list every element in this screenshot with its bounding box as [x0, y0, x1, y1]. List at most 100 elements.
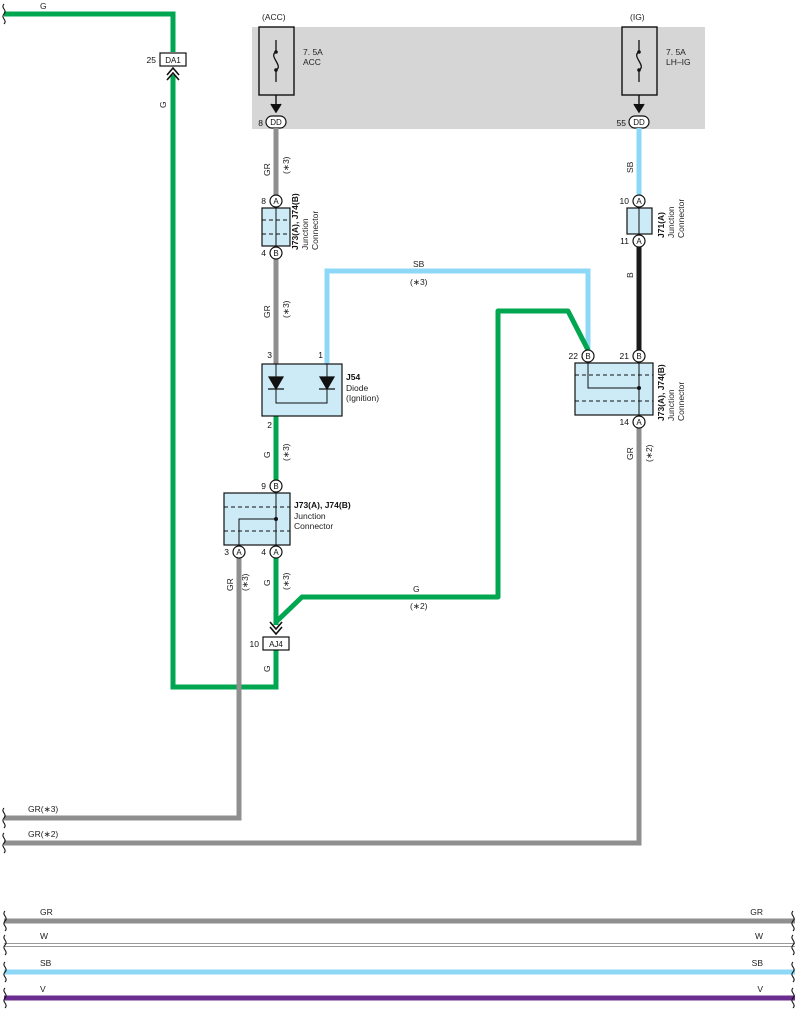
bus-break-l-sb-icon: [3, 961, 7, 983]
jc2-pin-r-letter: A: [273, 548, 279, 557]
label-gr2-out: GR(∗2): [28, 829, 58, 839]
bus-label-right-sb: SB: [752, 958, 764, 968]
bus-break-r-v-icon: [791, 987, 795, 1009]
label-jc2-g: G: [262, 579, 272, 586]
jc2-pin-r: 4: [261, 547, 266, 557]
jc1-pin-bot-letter: B: [273, 249, 278, 258]
bus-break-r-gr-icon: [791, 910, 795, 932]
label-ig-sb: SB: [625, 161, 635, 173]
acc-fuse-rating: 7. 5A: [303, 47, 323, 57]
da1-arrow-icon: [166, 66, 180, 81]
wire-g-top: [4, 11, 176, 52]
jc1-pin-top: 8: [261, 196, 266, 206]
jc2-pin-l: 3: [224, 547, 229, 557]
label-acc-gr-note: (∗3): [281, 156, 291, 174]
bus-break-r-sb-icon: [791, 961, 795, 983]
j71-pin-top-letter: A: [636, 197, 642, 206]
label-g-route: G: [413, 584, 420, 594]
label-j54-g: G: [262, 451, 272, 458]
j54-pin-2: 2: [267, 420, 272, 430]
ig-fuse: (IG) 7. 5A LH–IG DD 55: [617, 12, 691, 129]
bus-label-left-w: W: [40, 931, 48, 941]
aj4-name: AJ4: [269, 640, 283, 649]
bus-label-left-sb: SB: [40, 958, 52, 968]
bus-break-l-gr-icon: [3, 910, 7, 932]
label-jc3-gr-note: (∗2): [644, 444, 654, 462]
jc3-title: J73(A), J74(B): [656, 364, 666, 421]
label-j73-gr: GR: [262, 305, 272, 318]
wire-sb-top: [324, 268, 591, 364]
label-j73-gr-note: (∗3): [281, 300, 291, 318]
bus-break-l-v-icon: [3, 987, 7, 1009]
jc3-pin-bot-letter: A: [636, 418, 642, 427]
acc-fuse-name: ACC: [303, 57, 321, 67]
ig-pin: 55: [617, 118, 627, 128]
aj4-pin: 10: [250, 639, 260, 649]
da1-connector: DA1 25: [147, 52, 187, 81]
ig-arrow-icon: [633, 103, 645, 114]
junction-connector-2: B 9 A 3 A 4 J73(A), J74(B) Junction Conn…: [223, 479, 351, 559]
bus-break-r-w-icon: [791, 934, 795, 956]
jc2-pin-top: 9: [261, 481, 266, 491]
break-mark-top-icon: [2, 3, 6, 25]
jc2-pin-top-letter: B: [273, 482, 278, 491]
fuse-panel-box: [252, 27, 705, 129]
jc1-sub2: Connector: [310, 211, 320, 250]
jc3-sub2: Connector: [676, 382, 686, 421]
label-sb-top: SB: [413, 259, 425, 269]
jc1-pin-top-letter: A: [273, 197, 279, 206]
wire-g-da1-down: [170, 75, 279, 690]
label-sb-top-note: (∗3): [410, 277, 428, 287]
j71-title: J71(A): [656, 212, 666, 238]
j71-pin-bot: 11: [620, 236, 629, 246]
jc2-sub1: Junction: [294, 511, 326, 521]
j71-pin-bot-letter: A: [636, 237, 642, 246]
jc2-sub2: Connector: [294, 521, 333, 531]
j54-sub1: Diode: [346, 383, 368, 393]
acc-arrow-icon: [270, 103, 282, 114]
label-jc3-gr: GR: [625, 447, 635, 460]
junction-connector-3: B 22 B 21 A 14 J73(A), J74(B) Junction C…: [569, 349, 686, 429]
label-gr3-out: GR(∗3): [28, 804, 58, 814]
j71-sub1: Junction: [666, 206, 676, 238]
aj4-connector: AJ4 10: [250, 621, 290, 651]
ig-conn-code: DD: [633, 118, 645, 127]
label-top-g: G: [40, 1, 47, 11]
break-mark-gr3-icon: [2, 807, 6, 829]
bus-label-left-gr: GR: [40, 907, 53, 917]
j54-title: J54: [346, 372, 360, 382]
acc-conn-code: DD: [270, 118, 282, 127]
label-jc2-gr-note: (∗3): [240, 573, 250, 591]
wire-g-route: [274, 308, 591, 624]
junction-connector-j71: A 10 A 11 J71(A) Junction Connector: [620, 194, 686, 248]
bus-label-right-w: W: [755, 931, 763, 941]
jc1-title: J73(A), J74(B): [290, 193, 300, 250]
label-aj4-g: G: [262, 665, 272, 672]
jc3-sub1: Junction: [666, 389, 676, 421]
j54-sub2: (Ignition): [346, 393, 379, 403]
jc2-pin-l-letter: A: [236, 548, 242, 557]
jc3-pin-l-letter: B: [585, 352, 590, 361]
junction-connector-1: A 8 B 4 J73(A), J74(B) Junction Connecto…: [261, 193, 320, 260]
jc3-pin-r-letter: B: [636, 352, 641, 361]
ig-group-label: (IG): [630, 12, 645, 22]
ig-fuse-name: LH–IG: [666, 57, 691, 67]
aj4-arrow-icon: [269, 621, 283, 636]
bus-label-right-v: V: [757, 984, 763, 994]
j54-pin-3: 3: [267, 350, 272, 360]
jc3-pin-r: 21: [620, 351, 630, 361]
label-j71-b: B: [625, 272, 635, 278]
da1-pin: 25: [147, 55, 157, 65]
break-mark-gr2-icon: [2, 832, 6, 854]
jc3-pin-l: 22: [569, 351, 579, 361]
wire-gr-jc2-out: [4, 558, 242, 821]
bus-break-l-w-icon: [3, 934, 7, 956]
j54-pin-1: 1: [318, 350, 323, 360]
label-acc-gr: GR: [262, 163, 272, 176]
wire-gr-jc3-out: [4, 428, 642, 846]
label-g-route-note: (∗2): [410, 601, 428, 611]
jc2-title: J73(A), J74(B): [294, 500, 351, 510]
ig-fuse-rating: 7. 5A: [666, 47, 686, 57]
